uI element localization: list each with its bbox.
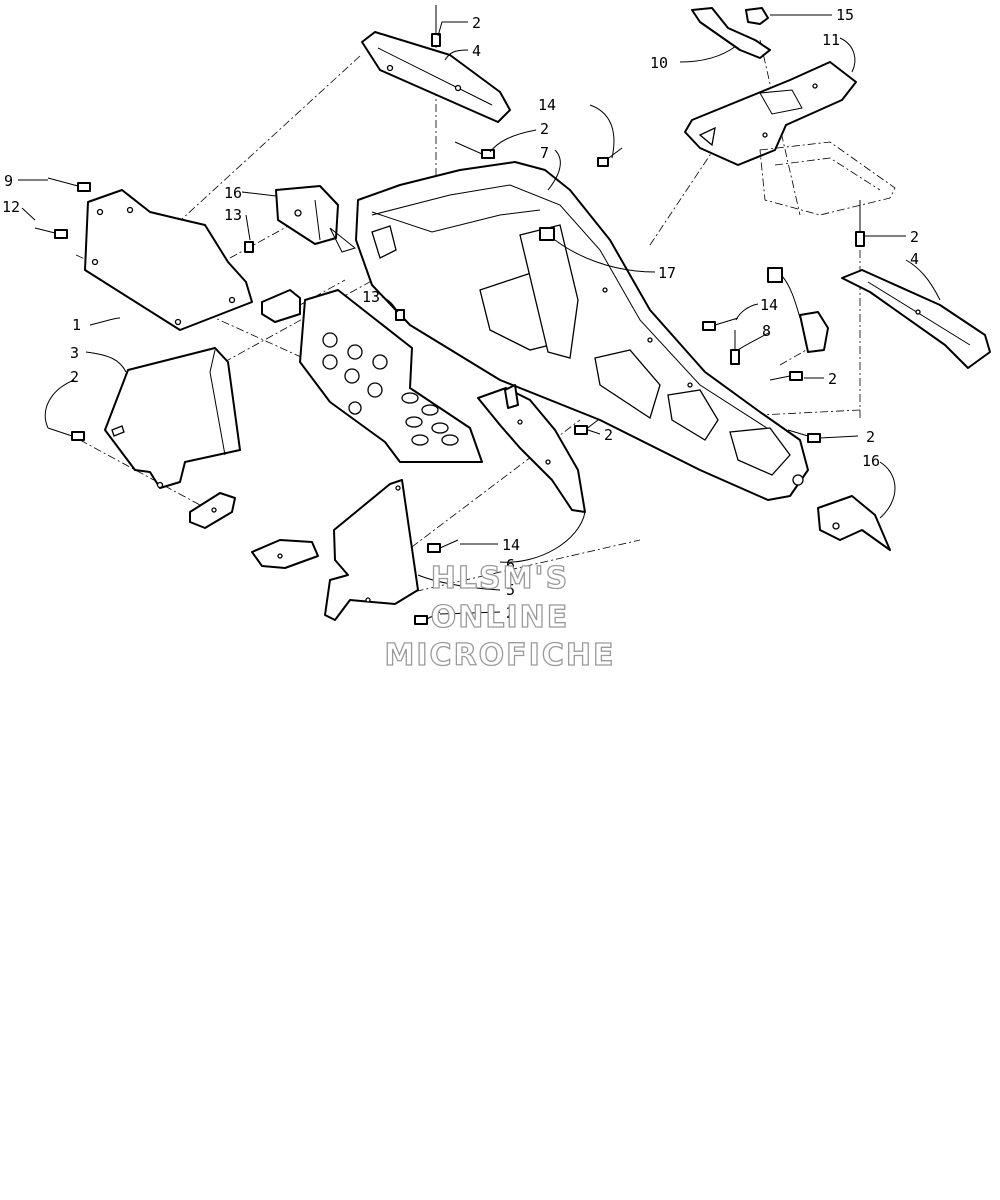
rivet-2-center xyxy=(574,419,599,435)
bolt-17-part xyxy=(539,227,555,241)
rivet-left-low xyxy=(47,427,85,441)
rivet-right-top xyxy=(855,200,865,247)
callout-2-right-low: 2 xyxy=(828,370,837,388)
upper-rail-part xyxy=(361,31,511,123)
callout-2-lower: 2 xyxy=(506,604,515,622)
callout-9: 9 xyxy=(4,172,13,190)
watermark-line-1: HLSM'S xyxy=(431,561,569,596)
rivet-14-upper xyxy=(597,147,623,167)
callout-15: 15 xyxy=(836,6,854,24)
watermark-line-3: MICROFICHE xyxy=(385,638,616,673)
callout-2-top: 2 xyxy=(472,14,481,32)
callout-16-lower: 16 xyxy=(862,452,880,470)
callout-14-top: 14 xyxy=(538,96,556,114)
callout-1: 1 xyxy=(72,316,81,334)
rivet-mid xyxy=(454,141,495,159)
callout-10: 10 xyxy=(650,54,668,72)
callout-2-right: 2 xyxy=(910,228,919,246)
callout-5: 5 xyxy=(506,581,515,599)
callout-leader-lines xyxy=(18,14,941,615)
mounting-bracket-part xyxy=(477,384,586,513)
callout-12: 12 xyxy=(2,198,20,216)
connector-part xyxy=(767,267,829,353)
fasteners xyxy=(34,5,865,625)
top-bracket-plate-part xyxy=(684,61,857,166)
rivet-14-right xyxy=(702,317,739,331)
callout-14-right: 14 xyxy=(760,296,778,314)
callout-11: 11 xyxy=(822,31,840,49)
callout-2-center: 2 xyxy=(604,426,613,444)
bolt-13-upper xyxy=(244,241,254,253)
small-clip-part xyxy=(261,289,301,323)
callout-17: 17 xyxy=(658,264,676,282)
rivet-top xyxy=(431,5,441,47)
callout-3: 3 xyxy=(70,344,79,362)
callout-16-upper: 16 xyxy=(224,184,242,202)
phantom-outline xyxy=(759,141,896,216)
rivet-9 xyxy=(47,177,91,192)
callout-2-mid: 2 xyxy=(540,120,549,138)
skid-plate-part xyxy=(299,289,483,463)
rivet-8 xyxy=(730,330,740,365)
rivet-2-right xyxy=(769,371,803,381)
rivet-2-lower xyxy=(414,611,441,625)
callout-2-left: 2 xyxy=(70,368,79,386)
callout-2-far-right: 2 xyxy=(866,428,875,446)
nut-15-part xyxy=(745,7,769,25)
right-rail-part xyxy=(841,269,991,369)
watermark: HLSM'S ONLINE MICROFICHE xyxy=(384,560,616,673)
callout-8: 8 xyxy=(762,322,771,340)
callout-4-right: 4 xyxy=(910,250,919,268)
rivet-12 xyxy=(34,227,68,239)
callout-13-upper: 13 xyxy=(224,206,242,224)
callout-labels: 2 4 2 14 7 15 10 11 2 4 9 12 16 13 13 17… xyxy=(2,6,919,622)
callout-7: 7 xyxy=(540,144,549,162)
rivet-14-lower xyxy=(427,539,459,553)
callout-13-lower: 13 xyxy=(362,288,380,306)
upper-bracket-part xyxy=(275,185,357,253)
bolt-13-lower xyxy=(395,309,405,321)
lower-guard-part xyxy=(251,479,419,621)
front-shield-part xyxy=(104,347,241,529)
strap-bracket-part xyxy=(691,7,771,59)
callout-14-lower: 14 xyxy=(502,536,520,554)
watermark-line-2: ONLINE xyxy=(431,600,570,635)
left-side-panel-part xyxy=(84,189,253,331)
callout-4-top: 4 xyxy=(472,42,481,60)
main-chassis-part xyxy=(355,161,809,501)
lower-bracket-part xyxy=(817,495,891,551)
callout-6: 6 xyxy=(506,556,515,574)
